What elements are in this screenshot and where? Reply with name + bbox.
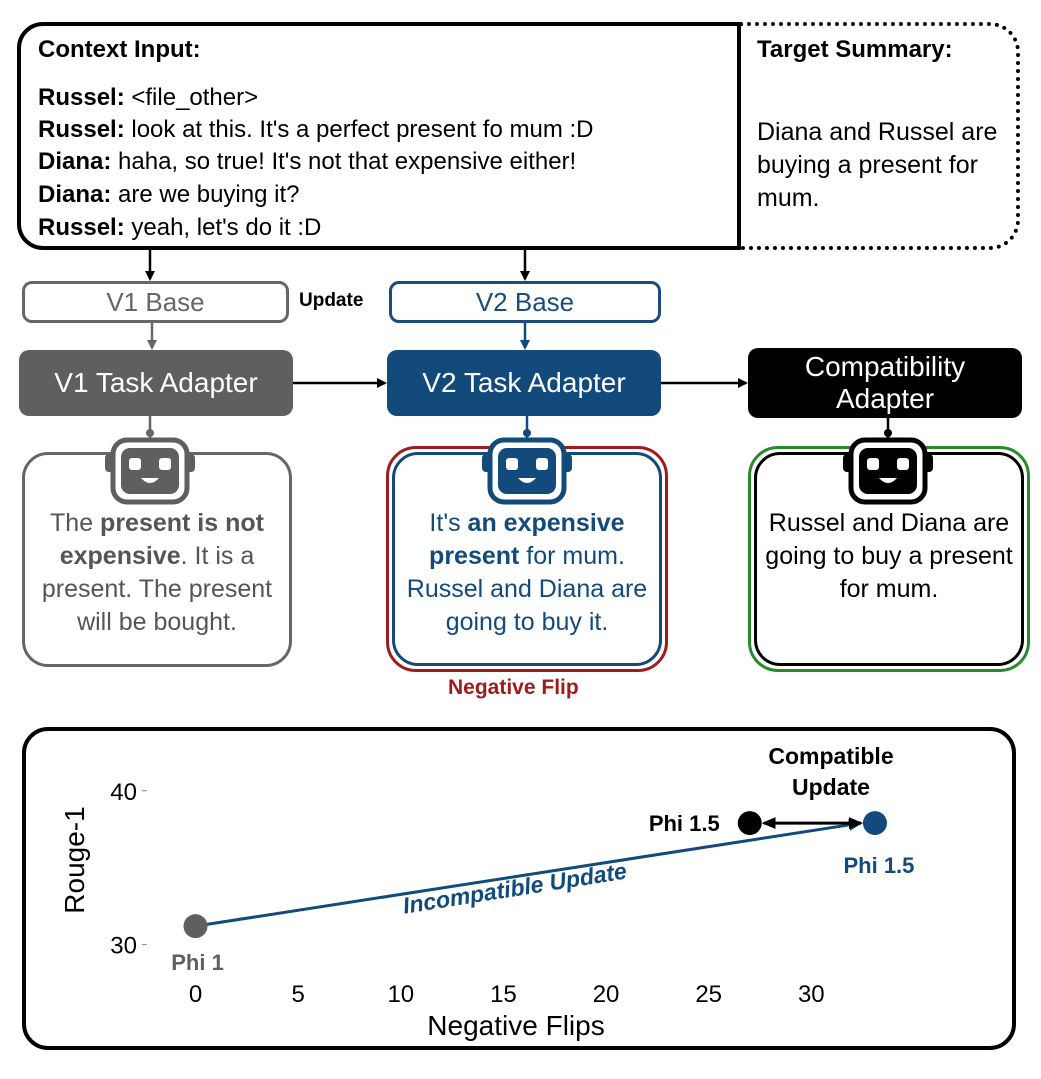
chart-panel <box>22 727 1016 1050</box>
data-point <box>737 811 762 836</box>
negative-flip-label: Negative Flip <box>448 676 579 699</box>
v1-output-box: The present is not expensive. It is a pr… <box>22 452 292 667</box>
dialog-line: Diana: are we buying it? <box>38 181 300 208</box>
compatible-update-label: Update <box>792 774 870 800</box>
x-tick-label: 20 <box>593 981 620 1008</box>
robot-icon <box>843 437 933 505</box>
target-summary-box <box>741 22 1020 250</box>
v2-output-text: It's an expensive present for mum. Russe… <box>406 509 648 636</box>
compatible-update-label: Compatible <box>768 743 893 769</box>
update-label: Update <box>299 290 364 311</box>
incompatible-update-label: Incompatible Update <box>401 858 629 919</box>
dialog-line: Russel: yeah, let's do it :D <box>38 214 322 241</box>
v2-output-box: It's an expensive present for mum. Russe… <box>392 452 662 666</box>
robot-icon <box>482 437 572 505</box>
x-tick-label: 30 <box>798 981 825 1008</box>
y-tick-label: 40 <box>110 779 137 806</box>
v1-output-text: The present is not expensive. It is a pr… <box>41 509 273 636</box>
dialog-line: Diana: haha, so true! It's not that expe… <box>38 148 577 175</box>
x-axis-label: Negative Flips <box>427 1010 604 1041</box>
data-point <box>183 914 208 939</box>
dialog-line: Russel: look at this. It's a perfect pre… <box>38 116 594 143</box>
compat-output-box: Russel and Diana are going to buy a pres… <box>754 452 1024 666</box>
dialog-line: Russel: <file_other> <box>38 84 259 111</box>
x-tick-label: 5 <box>291 981 304 1008</box>
context-input-box <box>17 22 741 250</box>
x-tick-label: 25 <box>695 981 722 1008</box>
point-label: Phi 1 <box>171 950 224 975</box>
target-summary-title: Target Summary: <box>757 36 953 63</box>
y-tick-label: 30 <box>110 933 137 960</box>
point-label: Phi 1.5 <box>649 811 720 836</box>
x-tick-label: 15 <box>490 981 517 1008</box>
compat-output-text: Russel and Diana are going to buy a pres… <box>765 509 1013 603</box>
context-input-title: Context Input: <box>38 36 201 63</box>
x-tick-label: 10 <box>387 981 414 1008</box>
robot-icon <box>105 437 195 505</box>
data-point <box>862 811 887 836</box>
x-tick-label: 0 <box>189 981 202 1008</box>
v2-base-box: V2 Base <box>389 281 661 323</box>
v1-task-adapter: V1 Task Adapter <box>19 350 293 416</box>
incompatible-update-arrow <box>195 818 863 928</box>
point-label: Phi 1.5 <box>843 853 914 878</box>
target-summary-text: Diana and Russel are buying a present fo… <box>757 118 998 212</box>
v1-base-box: V1 Base <box>22 281 289 323</box>
y-axis-label: Rouge-1 <box>59 806 90 913</box>
v2-task-adapter: V2 Task Adapter <box>387 350 661 416</box>
